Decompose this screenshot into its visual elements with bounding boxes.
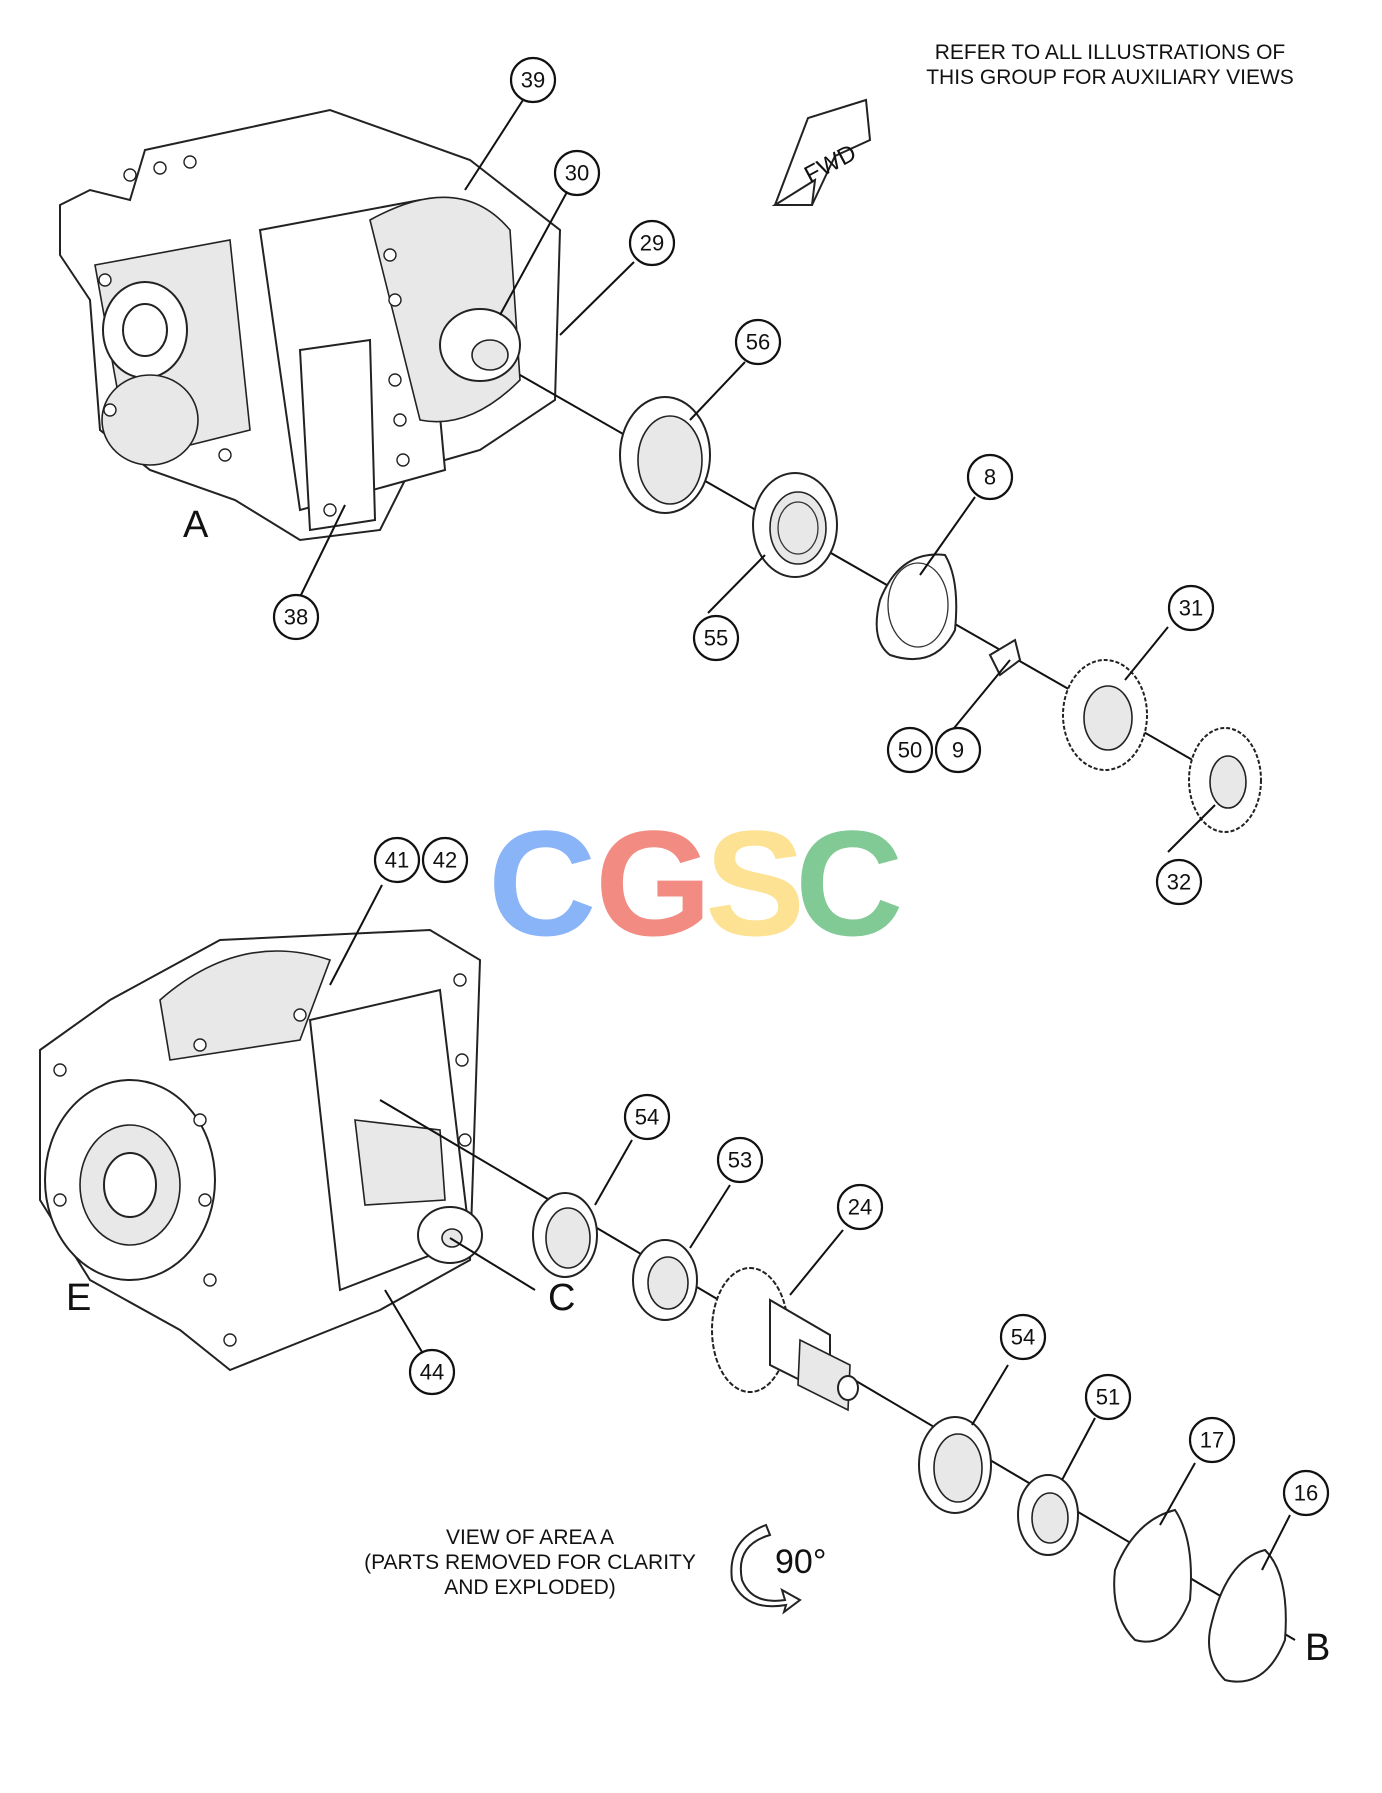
svg-text:29: 29 [640,231,664,256]
svg-text:8: 8 [984,465,996,490]
svg-text:39: 39 [521,68,545,93]
callout-32: 32 [1155,858,1203,906]
svg-text:55: 55 [704,626,728,651]
callout-17: 17 [1188,1416,1236,1464]
watermark-letter-s: S [705,799,805,967]
callout-42: 42 [421,836,469,884]
callout-56: 56 [734,318,782,366]
part-9-lock-plate [988,638,1022,677]
svg-text:17: 17 [1200,1428,1224,1453]
view-letter-a: A [183,504,209,546]
callout-24: 24 [836,1183,884,1231]
svg-text:51: 51 [1096,1385,1120,1410]
callout-16: 16 [1282,1469,1330,1517]
rotation-90-symbol: 90° [730,1523,826,1615]
view-caption-line-3: AND EXPLODED) [444,1576,616,1599]
callout-44: 44 [408,1348,456,1396]
callout-51: 51 [1084,1373,1132,1421]
svg-text:16: 16 [1294,1481,1318,1506]
part-56-seal [619,396,711,514]
part-54a-seal [532,1192,598,1278]
callout-54b: 54 [999,1313,1047,1361]
callout-29: 29 [628,219,676,267]
callout-31: 31 [1167,584,1215,632]
forward-direction-arrow: FWD [771,98,872,206]
part-53-bearing [632,1239,698,1321]
callout-50: 50 [886,726,934,774]
watermark-logo: C G S C [488,799,903,967]
svg-text:56: 56 [746,330,770,355]
upper-leader-lines [299,99,1216,853]
view-caption-line-2: (PARTS REMOVED FOR CLARITY [364,1551,696,1574]
callout-39: 39 [509,56,557,104]
callout-8: 8 [966,453,1014,501]
lower-housing-assembly: E C [39,928,575,1372]
view-letter-e: E [66,1277,91,1319]
svg-text:24: 24 [848,1195,872,1220]
svg-text:9: 9 [952,738,964,763]
callout-55: 55 [692,614,740,662]
watermark-letter-c2: C [795,799,903,967]
callout-30: 30 [553,149,601,197]
watermark-letter-g: G [595,799,712,967]
svg-text:38: 38 [284,605,308,630]
svg-text:53: 53 [728,1148,752,1173]
svg-text:32: 32 [1167,870,1191,895]
upper-housing-assembly: A [59,108,562,546]
view-caption-line-1: VIEW OF AREA A [445,1526,615,1549]
svg-text:31: 31 [1179,596,1203,621]
part-31-gear [1062,659,1148,771]
lower-leader-lines [329,884,1291,1571]
part-55-bearing [752,472,838,578]
reference-note: REFER TO ALL ILLUSTRATIONS OF THIS GROUP… [900,40,1320,90]
callout-41: 41 [373,836,421,884]
callout-9: 9 [934,726,982,774]
part-17-shim [1113,1508,1192,1643]
part-8-flange [875,553,958,661]
part-24-gear-shaft [711,1267,859,1412]
part-51-bearing [1017,1474,1079,1556]
rotation-label: 90° [775,1543,826,1581]
view-caption: VIEW OF AREA A (PARTS REMOVED FOR CLARIT… [330,1525,730,1600]
reference-note-line-1: REFER TO ALL ILLUSTRATIONS OF [934,41,1286,64]
callout-bubbles: 39 30 29 56 8 38 55 31 50 9 32 41 42 54 … [272,56,1330,1517]
watermark-letter-c1: C [488,799,596,967]
svg-text:54: 54 [1011,1325,1035,1350]
callout-53: 53 [716,1136,764,1184]
view-letter-c: C [548,1277,575,1319]
part-54b-seal [918,1416,992,1514]
lower-c-leader [449,1237,536,1291]
reference-note-line-2: THIS GROUP FOR AUXILIARY VIEWS [926,66,1294,89]
svg-text:54: 54 [635,1105,659,1130]
svg-text:30: 30 [565,161,589,186]
svg-text:44: 44 [420,1360,444,1385]
svg-text:41: 41 [385,848,409,873]
part-16-cover: B [1208,1548,1330,1683]
callout-54a: 54 [623,1093,671,1141]
svg-text:50: 50 [898,738,922,763]
view-letter-b: B [1305,1627,1330,1669]
svg-text:42: 42 [433,848,457,873]
callout-38: 38 [272,593,320,641]
part-32-gear [1188,727,1262,833]
